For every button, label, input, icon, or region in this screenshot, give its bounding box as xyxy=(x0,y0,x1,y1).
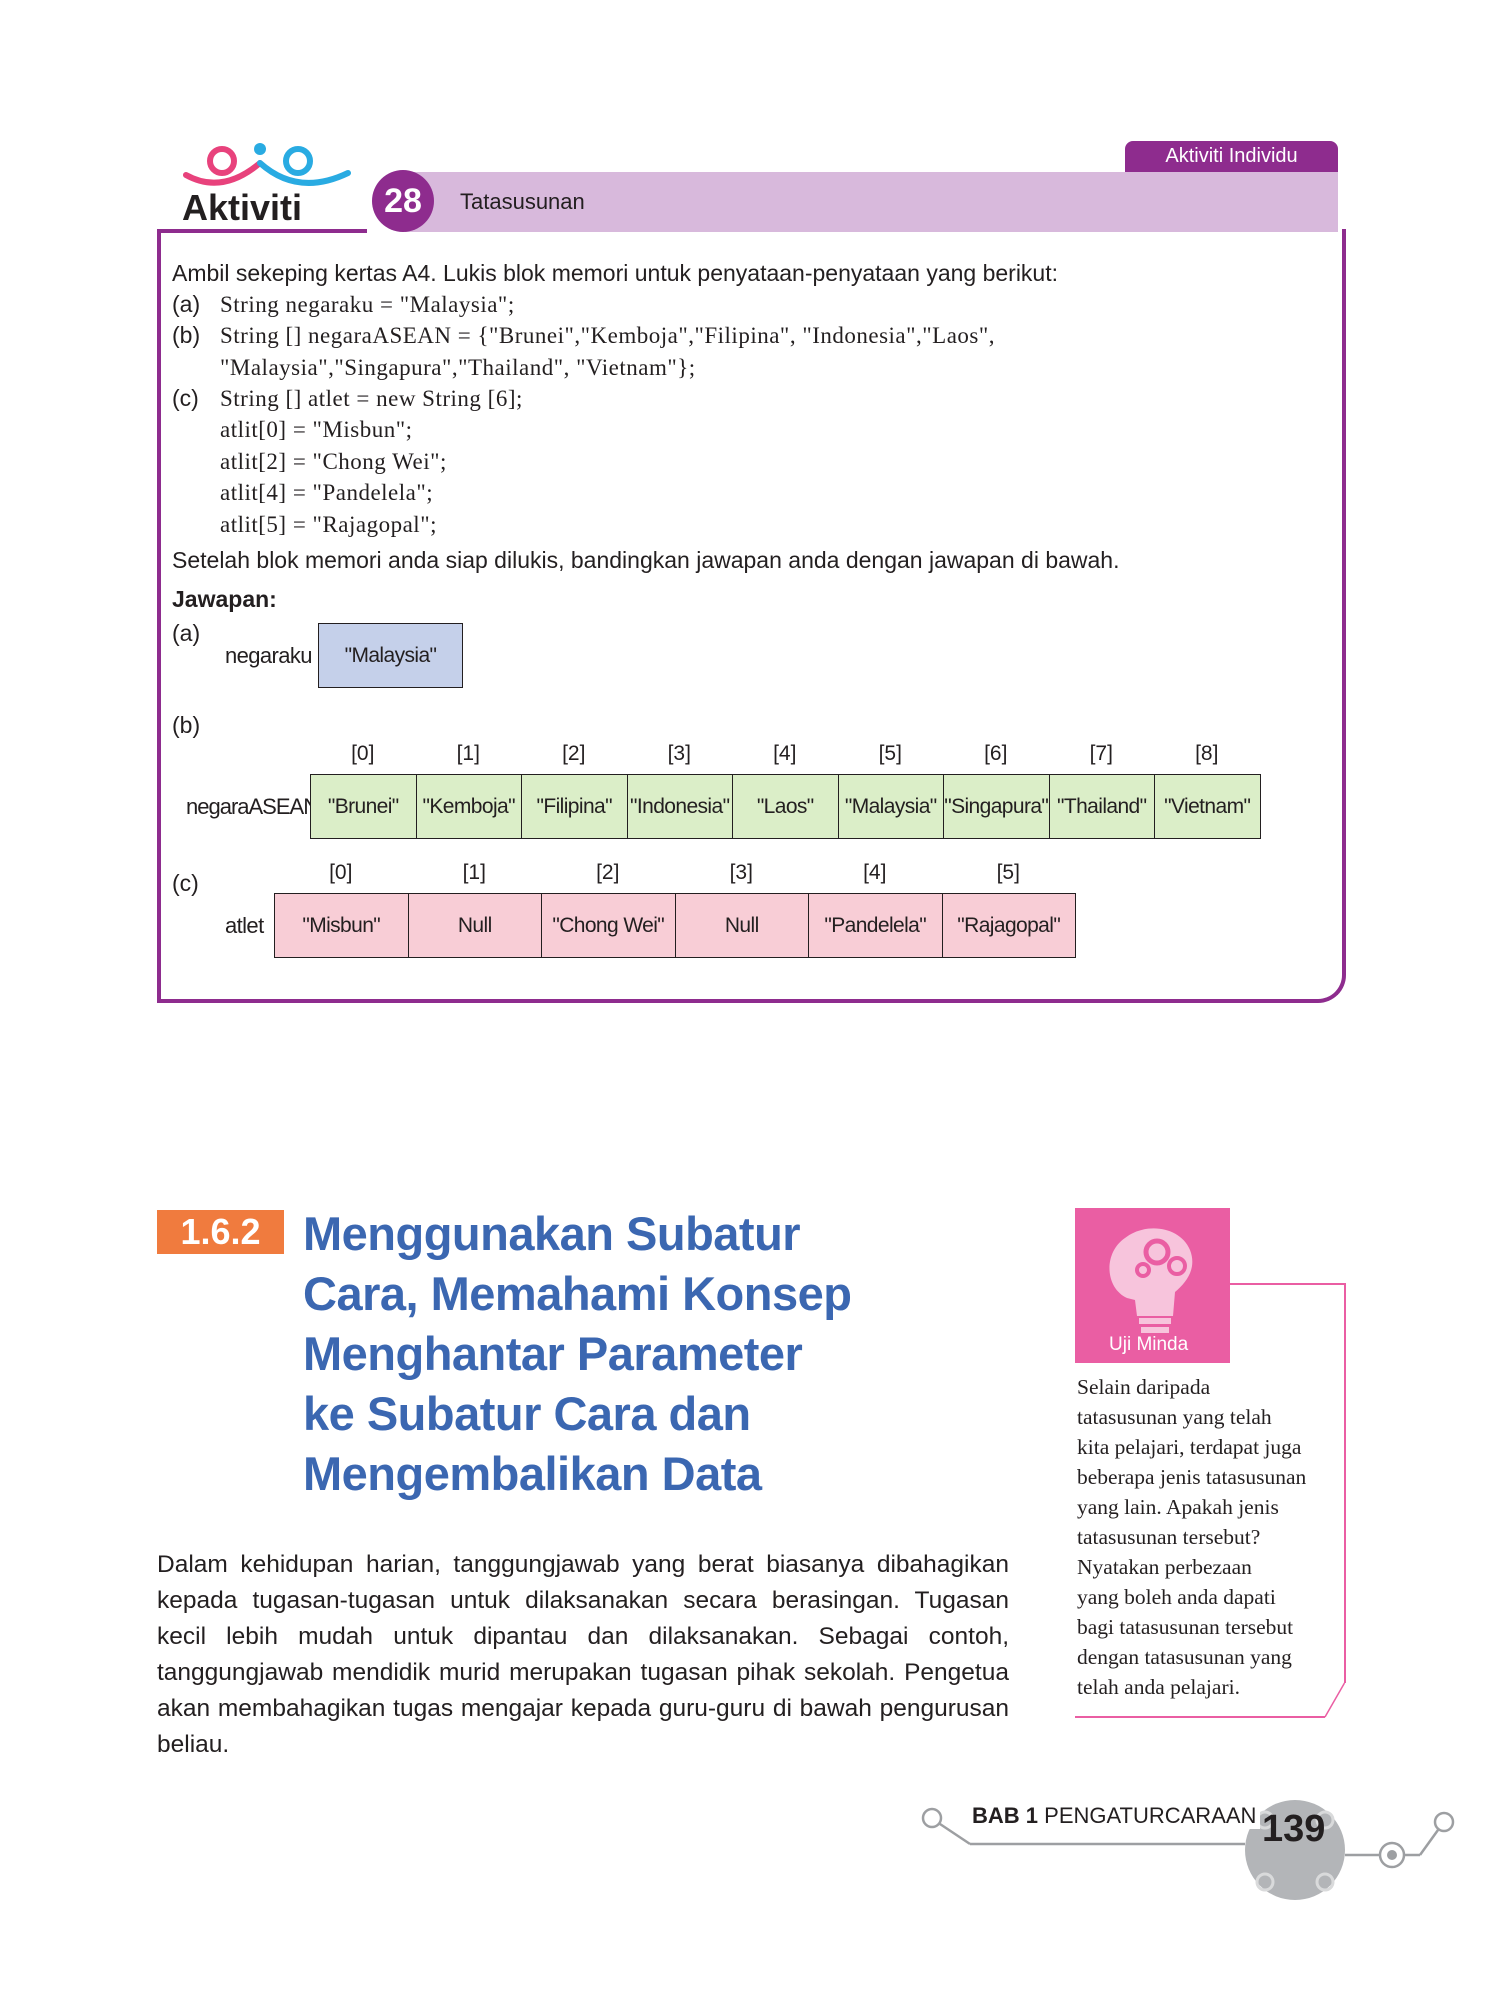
negaraASEAN-cell-0: "Brunei" xyxy=(310,774,417,839)
atlet-index-0: [0] xyxy=(329,861,353,884)
atlet-cell-5: "Rajagopal" xyxy=(941,893,1076,958)
uji-minda-line: beberapa jenis tatasusunan xyxy=(1077,1465,1307,1489)
negaraASEAN-index-1: [1] xyxy=(456,742,480,765)
var-negaraASEAN: negaraASEAN xyxy=(186,794,319,819)
uji-minda-line: yang lain. Apakah jenis xyxy=(1077,1495,1279,1519)
activity-box-top-left xyxy=(157,229,367,233)
atlet-cell-2: "Chong Wei" xyxy=(541,893,676,958)
atlet-index-1: [1] xyxy=(462,861,486,884)
atlet-cell-0: "Misbun" xyxy=(274,893,409,958)
negaraASEAN-index-8: [8] xyxy=(1195,742,1219,765)
uji-minda-line: bagi tatasusunan tersebut xyxy=(1077,1615,1294,1639)
negaraASEAN-cell-4: "Laos" xyxy=(732,774,839,839)
uji-minda-line: yang boleh anda dapati xyxy=(1077,1585,1276,1609)
code-line-b1: String [] negaraASEAN = {"Brunei","Kembo… xyxy=(220,323,995,348)
atlet-cell-4: "Pandelela" xyxy=(808,893,943,958)
negaraASEAN-cell-1: "Kemboja" xyxy=(415,774,522,839)
uji-minda-line: tatasusunan tersebut? xyxy=(1077,1525,1261,1549)
negaraASEAN-index-7: [7] xyxy=(1089,742,1113,765)
activity-title: Tatasusunan xyxy=(460,189,585,214)
answer-heading: Jawapan: xyxy=(172,586,277,612)
code-line-c1: String [] atlet = new String [6]; xyxy=(220,386,523,411)
atlet-cell-3: Null xyxy=(674,893,809,958)
code-line-b2: "Malaysia","Singapura","Thailand", "Viet… xyxy=(220,355,696,380)
code-line-a: String negaraku = "Malaysia"; xyxy=(220,292,515,317)
page-number: 139 xyxy=(1262,1808,1326,1850)
footer-chapter-number: BAB 1 xyxy=(972,1803,1039,1828)
section-title-line: Menghantar Parameter xyxy=(303,1327,803,1380)
code-line-c5: atlit[5] = "Rajagopal"; xyxy=(220,512,437,537)
negaraASEAN-index-0: [0] xyxy=(351,742,375,765)
uji-minda-frame xyxy=(1344,1283,1346,1683)
answer-label-b: (b) xyxy=(172,712,201,738)
aktiviti-logo: Aktiviti xyxy=(178,135,358,230)
var-atlet: atlet xyxy=(225,913,264,938)
section-paragraph: Dalam kehidupan harian, tanggungjawab ya… xyxy=(157,1551,1009,1758)
footer-chapter: BAB 1 PENGATURCARAAN xyxy=(968,1803,1261,1829)
uji-minda-line: kita pelajari, terdapat juga xyxy=(1077,1435,1302,1459)
uji-minda-line: tatasusunan yang telah xyxy=(1077,1405,1272,1429)
people-logo-icon xyxy=(183,143,351,186)
atlet-cell-1: Null xyxy=(407,893,542,958)
section-title-line: Mengembalikan Data xyxy=(303,1447,762,1500)
atlet-index-3: [3] xyxy=(729,861,753,884)
memory-cell-negaraku: "Malaysia" xyxy=(318,623,463,688)
activity-number-badge: 28 xyxy=(372,170,434,232)
uji-minda-badge: Uji Minda xyxy=(1075,1208,1230,1363)
label-a: (a) xyxy=(172,291,201,317)
negaraASEAN-cell-2: "Filipina" xyxy=(521,774,628,839)
negaraASEAN-index-5: [5] xyxy=(878,742,902,765)
uji-minda-line: telah anda pelajari. xyxy=(1077,1675,1240,1699)
uji-minda-label: Uji Minda xyxy=(1109,1334,1189,1355)
uji-minda-line: Nyatakan perbezaan xyxy=(1077,1555,1252,1579)
uji-minda-frame xyxy=(1230,1283,1345,1285)
label-c: (c) xyxy=(172,385,199,411)
negaraASEAN-cell-3: "Indonesia" xyxy=(626,774,733,839)
negaraASEAN-index-2: [2] xyxy=(562,742,586,765)
instruction-intro: Ambil sekeping kertas A4. Lukis blok mem… xyxy=(172,260,1059,286)
code-line-c4: atlit[4] = "Pandelela"; xyxy=(220,480,434,505)
code-line-c2: atlit[0] = "Misbun"; xyxy=(220,417,413,442)
section-title-line: ke Subatur Cara dan xyxy=(303,1387,751,1440)
atlet-index-4: [4] xyxy=(863,861,887,884)
answer-label-a: (a) xyxy=(172,620,201,646)
activity-type-tab: Aktiviti Individu xyxy=(1125,141,1338,172)
section-title-line: Cara, Memahami Konsep xyxy=(303,1267,852,1320)
negaraASEAN-index-6: [6] xyxy=(984,742,1008,765)
negaraASEAN-cell-7: "Thailand" xyxy=(1048,774,1155,839)
negaraASEAN-index-3: [3] xyxy=(667,742,691,765)
answer-label-c: (c) xyxy=(172,870,199,896)
negaraASEAN-cell-5: "Malaysia" xyxy=(837,774,944,839)
uji-minda-text: Selain daripada tatasusunan yang telah k… xyxy=(1077,1372,1347,1702)
code-line-c3: atlit[2] = "Chong Wei"; xyxy=(220,449,447,474)
negaraASEAN-index-4: [4] xyxy=(773,742,797,765)
section-title: Menggunakan Subatur Cara, Memahami Konse… xyxy=(303,1204,1023,1504)
atlet-index-2: [2] xyxy=(596,861,620,884)
lightbulb-head-icon xyxy=(1109,1228,1193,1333)
uji-minda-frame xyxy=(1075,1716,1325,1718)
uji-minda-line: dengan tatasusunan yang xyxy=(1077,1645,1292,1669)
label-b: (b) xyxy=(172,322,201,348)
activity-title-bar xyxy=(405,172,1338,232)
atlet-index-5: [5] xyxy=(996,861,1020,884)
negaraASEAN-cell-8: "Vietnam" xyxy=(1154,774,1261,839)
aktiviti-logo-text: Aktiviti xyxy=(182,187,303,228)
footer-chapter-title: PENGATURCARAAN xyxy=(1044,1803,1257,1828)
circuit-decoration-icon xyxy=(921,1800,1455,1900)
instruction-after: Setelah blok memori anda siap dilukis, b… xyxy=(172,547,1120,573)
section-title-line: Menggunakan Subatur xyxy=(303,1207,801,1260)
var-negaraku: negaraku xyxy=(225,643,313,668)
section-number: 1.6.2 xyxy=(157,1210,284,1254)
uji-minda-frame-corner xyxy=(1324,1682,1346,1718)
uji-minda-line: Selain daripada xyxy=(1077,1375,1211,1399)
activity-box xyxy=(157,229,1346,1003)
negaraASEAN-cell-6: "Singapura" xyxy=(943,774,1050,839)
